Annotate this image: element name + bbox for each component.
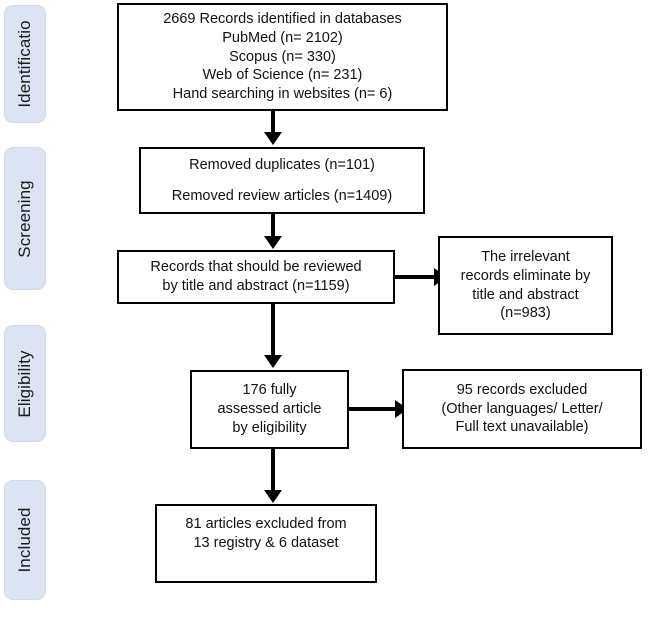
stage-label-eligibility: Eligibility <box>15 349 34 418</box>
connector-identified-to-removed <box>271 111 275 136</box>
box-records-identified: 2669 Records identified in databases Pub… <box>117 3 448 111</box>
stage-pill-eligibility: Eligibility <box>4 325 46 442</box>
box-records-to-review-text: Records that should be reviewed by title… <box>150 259 362 294</box>
stage-label-screening: Screening <box>15 179 34 258</box>
stage-pill-identification: Identificatio <box>4 5 46 123</box>
box-removed-records: Removed duplicates (n=101) Removed revie… <box>139 147 425 214</box>
arrowhead-identified-to-removed <box>264 132 282 145</box>
stage-pill-screening: Screening <box>4 147 46 290</box>
arrowhead-removed-to-review <box>264 236 282 249</box>
connector-assessed-to-articles-excluded <box>271 449 275 491</box>
box-removed-records-text: Removed duplicates (n=101) Removed revie… <box>171 157 393 204</box>
box-records-identified-text: 2669 Records identified in databases Pub… <box>163 10 402 103</box>
box-records-excluded: 95 records excluded (Other languages/ Le… <box>402 369 642 449</box>
connector-review-to-assessed <box>271 304 275 356</box>
stage-label-identification: Identificatio <box>15 20 34 108</box>
arrowhead-assessed-to-articles-excluded <box>264 490 282 503</box>
arrowhead-review-to-assessed <box>264 355 282 368</box>
box-irrelevant-records: The irrelevant records eliminate by titl… <box>438 236 613 335</box>
connector-removed-to-review <box>271 214 275 240</box>
stage-label-included: Included <box>15 507 34 573</box>
box-records-excluded-text: 95 records excluded (Other languages/ Le… <box>441 381 603 436</box>
box-articles-excluded: 81 articles excluded from 13 registry & … <box>155 504 377 583</box>
box-fully-assessed: 176 fully assessed article by eligibilit… <box>190 370 349 449</box>
box-records-to-review: Records that should be reviewed by title… <box>117 250 395 304</box>
stage-pill-included: Included <box>4 480 46 600</box>
connector-review-to-irrelevant <box>395 275 438 279</box>
box-articles-excluded-text: 81 articles excluded from 13 registry & … <box>185 516 347 551</box>
connector-assessed-to-excluded <box>349 407 399 411</box>
box-fully-assessed-text: 176 fully assessed article by eligibilit… <box>217 382 322 436</box>
box-irrelevant-records-text: The irrelevant records eliminate by titl… <box>460 248 591 322</box>
